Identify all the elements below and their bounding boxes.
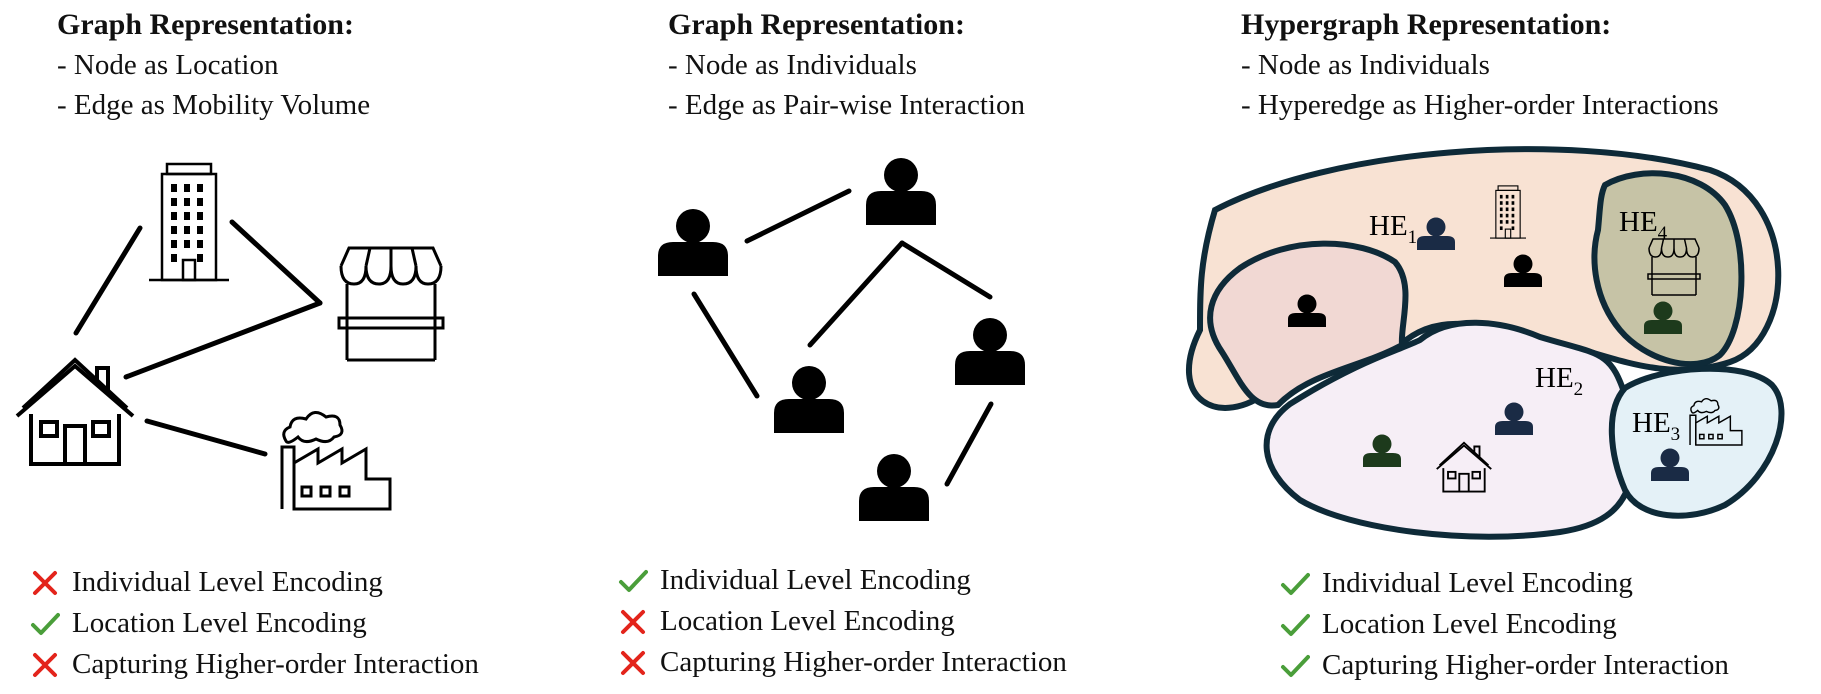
checklist-item: Individual Level Encoding (30, 562, 479, 603)
edge-house-store (123, 300, 323, 380)
checklist-item: Capturing Higher-order Interaction (30, 644, 479, 685)
checklist-label: Individual Level Encoding (660, 564, 971, 596)
panel-3-title: Hypergraph Representation: (1241, 8, 1612, 41)
hyperedge-4-label: HE4 (1619, 206, 1668, 244)
check-icon (1280, 651, 1310, 681)
factory-icon (280, 410, 392, 511)
hyperedge-3-region (1608, 365, 1785, 519)
panel-2-line-1: - Node as Individuals (668, 49, 917, 81)
panel-2-title: Graph Representation: (668, 8, 965, 41)
check-icon (1280, 610, 1310, 640)
person-icon (866, 158, 936, 225)
checklist-label: Individual Level Encoding (72, 566, 383, 598)
panel-1-line-2: - Edge as Mobility Volume (57, 89, 371, 121)
mobility-edges (73, 219, 323, 457)
pairwise-edges (691, 188, 994, 487)
checklist-label: Location Level Encoding (1322, 608, 1617, 640)
edge-4 (899, 240, 993, 300)
building-icon (147, 162, 231, 282)
checklist-label: Capturing Higher-order Interaction (1322, 649, 1729, 681)
house-icon (15, 358, 135, 466)
panel-1-header: Graph Representation: - Node as Location… (57, 5, 370, 125)
person-icon (859, 454, 929, 521)
checklist-label: Capturing Higher-order Interaction (660, 646, 1067, 678)
checklist-item: Location Level Encoding (618, 601, 1067, 642)
store-icon (337, 246, 445, 362)
checklist-item: Individual Level Encoding (618, 560, 1067, 601)
checklist-item: Capturing Higher-order Interaction (1280, 645, 1729, 686)
panel-3-hypergraph: HE1 HE2 HE3 HE4 (1186, 146, 1785, 540)
hyperedge-1-label: HE1 (1369, 210, 1417, 248)
check-icon (1280, 569, 1310, 599)
panel-1-graph (15, 162, 445, 511)
checklist-label: Individual Level Encoding (1322, 567, 1633, 599)
panel-2-checklist: Individual Level Encoding Location Level… (618, 560, 1067, 683)
person-icon (774, 366, 844, 433)
panel-3-header: Hypergraph Representation: - Node as Ind… (1241, 5, 1719, 125)
panel-1-line-1: - Node as Location (57, 49, 279, 81)
cross-icon (30, 650, 60, 680)
checklist-item: Capturing Higher-order Interaction (618, 642, 1067, 683)
cross-icon (30, 568, 60, 598)
panel-3-checklist: Individual Level Encoding Location Level… (1280, 563, 1729, 686)
panel-1-title: Graph Representation: (57, 8, 354, 41)
edge-3 (807, 240, 905, 348)
hyperedge-3-label: HE3 (1632, 407, 1680, 445)
cross-icon (618, 607, 648, 637)
person-icon (658, 209, 728, 276)
edge-2 (691, 291, 760, 399)
person-icon (955, 318, 1025, 385)
panel-1-checklist: Individual Level Encoding Location Level… (30, 562, 479, 685)
panel-2-line-2: - Edge as Pair-wise Interaction (668, 89, 1025, 121)
hyperedge-4-region (1591, 170, 1745, 368)
checklist-label: Location Level Encoding (72, 607, 367, 639)
edge-building-store (229, 219, 323, 306)
checklist-item: Location Level Encoding (30, 603, 479, 644)
hyperedge-2-label: HE2 (1535, 362, 1583, 400)
cross-icon (618, 648, 648, 678)
panel-3-line-1: - Node as Individuals (1241, 49, 1490, 81)
edge-building-house (73, 225, 143, 336)
checklist-item: Location Level Encoding (1280, 604, 1729, 645)
edge-5 (944, 401, 994, 487)
panel-3-line-2: - Hyperedge as Higher-order Interactions (1241, 89, 1719, 121)
panel-2-header: Graph Representation: - Node as Individu… (668, 5, 1025, 125)
checklist-label: Capturing Higher-order Interaction (72, 648, 479, 680)
edge-house-factory (144, 418, 268, 457)
checklist-item: Individual Level Encoding (1280, 563, 1729, 604)
check-icon (618, 566, 648, 596)
check-icon (30, 609, 60, 639)
panel-2-graph (658, 158, 1025, 521)
edge-1 (744, 188, 852, 244)
checklist-label: Location Level Encoding (660, 605, 955, 637)
